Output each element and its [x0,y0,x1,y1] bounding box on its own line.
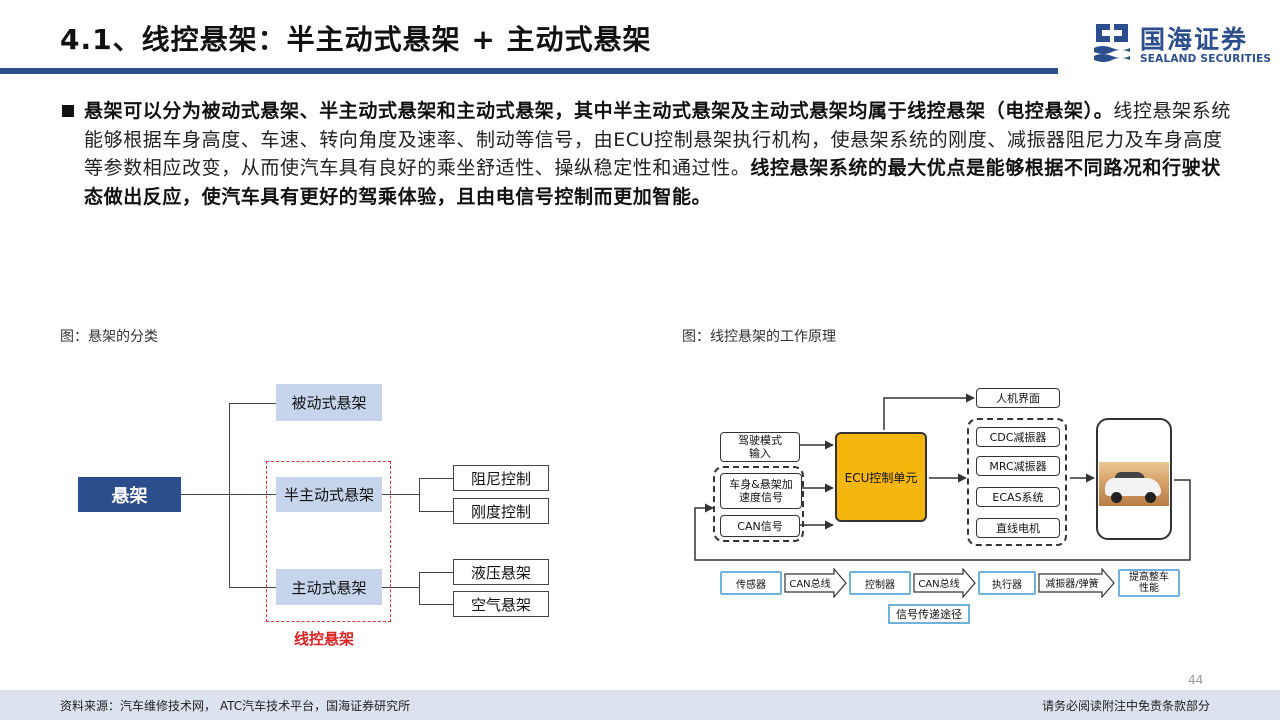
connector-semi-out [381,494,419,495]
bullet-text-bold-1: 悬架可以分为被动式悬架、半主动式悬架和主动式悬架，其中半主动式悬架及主动式悬架均… [84,100,1114,122]
flow-performance: 提高整车 性能 [1118,569,1180,597]
connector-trunk [229,403,230,588]
bullet-square-icon [62,105,74,117]
node-stiffness: 刚度控制 [453,498,549,524]
connector-semi [229,494,276,495]
bullet-text-bold-2: 线控悬架系统的最大优点是能够根据不同路况和行驶状态做出反应，使汽车具有更好的驾乘… [84,157,1221,208]
bullet-text: 悬架可以分为被动式悬架、半主动式悬架和主动式悬架，其中半主动式悬架及主动式悬架均… [84,97,1235,211]
connector-damping [419,478,453,479]
input-group-frame [713,466,804,542]
connector-active [229,587,276,588]
box-cdc: CDC减振器 [976,427,1060,447]
main-bullet: 悬架可以分为被动式悬架、半主动式悬架和主动式悬架，其中半主动式悬架及主动式悬架均… [60,97,1235,211]
box-driving-mode: 驾驶模式 输入 [720,432,800,462]
bullet-text-normal: 线控悬架系统能够根据车身高度、车速、转向角度及速率、制动等信号，由ECU控制悬架… [84,100,1231,179]
flow-sensor: 传感器 [720,571,782,595]
connector-air [419,604,453,605]
box-body-signal: 车身&悬架加 速度信号 [720,473,802,509]
figure-left-caption: 图：悬架的分类 [60,329,158,345]
company-logo: 国海证券 SEALAND SECURITIES [1092,20,1272,66]
connector-root [180,494,230,495]
flow-arrow-can-1 [784,568,847,598]
logo-chinese-name: 国海证券 [1140,25,1249,54]
group-label: 线控悬架 [294,630,355,648]
figure-right-caption: 图：线控悬架的工作原理 [682,329,836,345]
page-title: 4.1、线控悬架：半主动式悬架 + 主动式悬架 [60,23,652,56]
connector-active-out [381,587,419,588]
flow-can-1-label: CAN总线 [789,578,831,590]
box-ecas: ECAS系统 [976,487,1060,507]
connector-semi-branch [419,478,420,511]
flow-arrow-damper [1038,568,1115,598]
box-can-signal: CAN信号 [720,515,800,537]
driving-mode-label: 驾驶模式 输入 [738,434,782,460]
node-damping: 阻尼控制 [453,465,549,491]
connector-passive [229,403,276,404]
connector-stiffness [419,511,453,512]
vehicle-image [1099,462,1169,506]
title-underline [0,68,1058,74]
connector-hydraulic [419,572,453,573]
ecu-unit: ECU控制单元 [835,432,927,522]
flow-can-2-label: CAN总线 [918,578,960,590]
node-suspension: 悬架 [78,477,181,512]
node-passive: 被动式悬架 [276,384,382,421]
actuator-group-frame [967,418,1067,546]
box-hmi: 人机界面 [976,388,1060,408]
flow-arrow-can-2 [913,568,976,598]
box-linear-motor: 直线电机 [976,518,1060,538]
disclaimer-note: 请务必阅读附注中免责条款部分 [1042,699,1211,713]
footer-bar [0,690,1280,720]
flow-actuator: 执行器 [978,571,1036,595]
logo-english-name: SEALAND SECURITIES [1140,53,1272,65]
flow-controller: 控制器 [849,571,911,595]
node-air: 空气悬架 [453,591,549,617]
page-number: 44 [1188,673,1204,687]
box-mrc: MRC减振器 [976,456,1060,476]
wire-controlled-group-frame [266,461,391,622]
node-hydraulic: 液压悬架 [453,559,549,585]
connector-active-branch [419,572,420,604]
body-signal-label: 车身&悬架加 速度信号 [729,478,793,504]
signal-path-label: 信号传递途径 [888,604,970,624]
flow-damper-label: 减振器/弹簧 [1045,578,1099,590]
sealand-logo-icon [1094,24,1130,62]
source-note: 资料来源：汽车维修技术网， ATC汽车技术平台，国海证券研究所 [60,699,411,713]
flow-performance-label: 提高整车 性能 [1129,572,1169,594]
node-active: 主动式悬架 [276,569,382,605]
node-semi-active: 半主动式悬架 [276,477,382,512]
